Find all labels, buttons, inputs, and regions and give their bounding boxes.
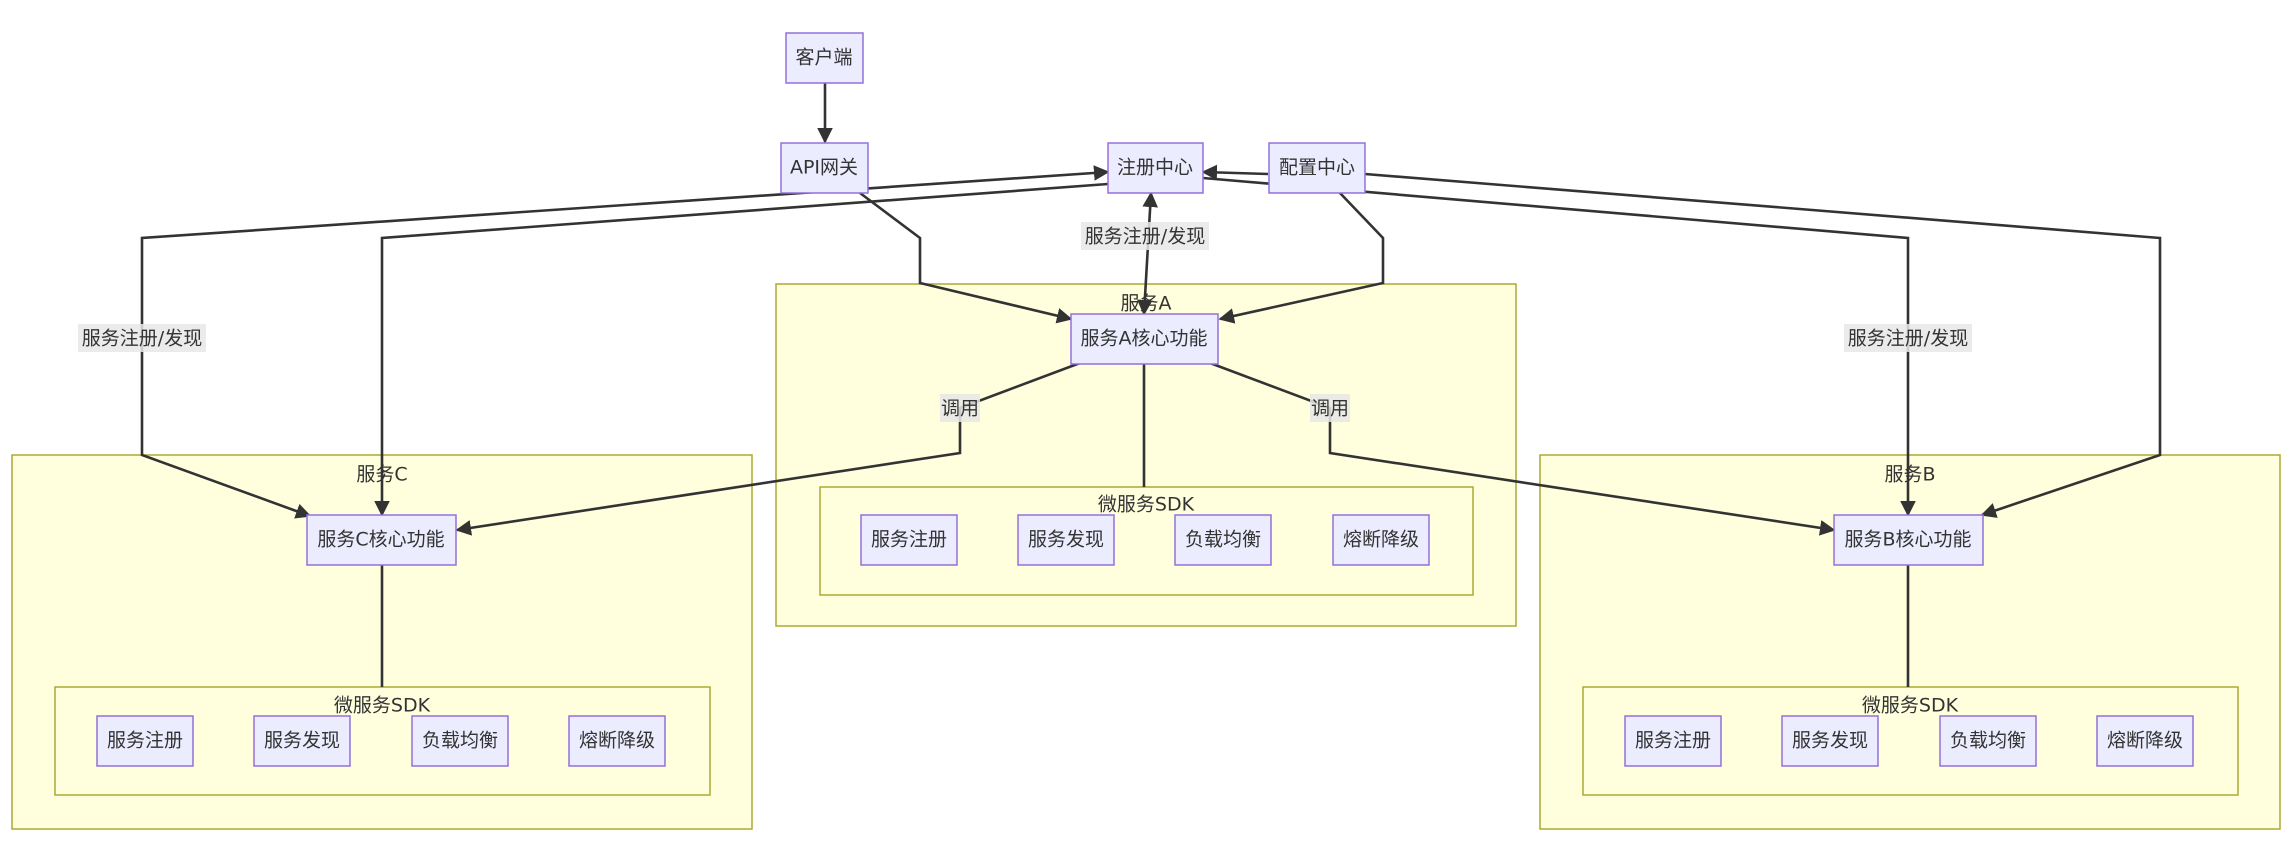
sdk-a-register: 服务注册 bbox=[860, 514, 958, 566]
edge-label-call-left: 调用 bbox=[940, 394, 980, 422]
sdk-a-load-balance: 负载均衡 bbox=[1174, 514, 1272, 566]
edge-service-a-call-b bbox=[1209, 361, 1836, 536]
svg-text:调用: 调用 bbox=[1311, 398, 1349, 420]
svg-text:服务注册/发现: 服务注册/发现 bbox=[82, 328, 202, 350]
sdk-c-load-balance: 负载均衡 bbox=[411, 715, 509, 767]
node-api-gateway: API网关 bbox=[780, 142, 869, 194]
sdk-b-discovery: 服务发现 bbox=[1781, 715, 1879, 767]
svg-text:熔断降级: 熔断降级 bbox=[2107, 730, 2183, 752]
edge-registry-service-b-inner bbox=[1202, 176, 1916, 517]
sdk-b-load-balance: 负载均衡 bbox=[1939, 715, 2037, 767]
svg-text:熔断降级: 熔断降级 bbox=[1343, 529, 1419, 551]
sdk-b-register: 服务注册 bbox=[1624, 715, 1722, 767]
svg-text:服务发现: 服务发现 bbox=[1792, 730, 1868, 752]
edge-label-registry-discovery-right: 服务注册/发现 bbox=[1844, 324, 1972, 352]
svg-text:负载均衡: 负载均衡 bbox=[1185, 529, 1261, 551]
node-service-c-core: 服务C核心功能 bbox=[306, 514, 457, 566]
node-config-center: 配置中心 bbox=[1268, 142, 1366, 194]
sdk-a-circuit-breaker: 熔断降级 bbox=[1332, 514, 1430, 566]
svg-text:调用: 调用 bbox=[941, 398, 979, 420]
svg-text:熔断降级: 熔断降级 bbox=[579, 730, 655, 752]
node-service-a-core: 服务A核心功能 bbox=[1070, 313, 1219, 365]
edge-service-a-call-c bbox=[455, 361, 1081, 536]
edges bbox=[140, 83, 2162, 687]
sdk-title-b: 微服务SDK bbox=[1862, 695, 1959, 717]
svg-text:配置中心: 配置中心 bbox=[1279, 157, 1355, 179]
svg-text:负载均衡: 负载均衡 bbox=[1950, 730, 2026, 752]
sdk-c-circuit-breaker: 熔断降级 bbox=[568, 715, 666, 767]
svg-text:服务A核心功能: 服务A核心功能 bbox=[1081, 328, 1208, 350]
sdk-b-circuit-breaker: 熔断降级 bbox=[2096, 715, 2194, 767]
sdk-title-c: 微服务SDK bbox=[334, 695, 431, 717]
svg-text:服务注册: 服务注册 bbox=[871, 529, 947, 551]
svg-text:服务发现: 服务发现 bbox=[264, 730, 340, 752]
cluster-service-b-title: 服务B bbox=[1884, 464, 1935, 486]
node-registry-center: 注册中心 bbox=[1107, 142, 1204, 194]
node-client: 客户端 bbox=[785, 32, 864, 84]
svg-text:服务注册/发现: 服务注册/发现 bbox=[1085, 226, 1205, 248]
svg-text:服务C核心功能: 服务C核心功能 bbox=[317, 529, 444, 551]
edge-registry-service-c-inner bbox=[374, 182, 1109, 517]
edge-config-service-b-outer bbox=[1364, 172, 2162, 518]
edge-config-service-a bbox=[1218, 192, 1385, 324]
svg-text:服务注册: 服务注册 bbox=[1635, 730, 1711, 752]
edge-label-registry-discovery-center: 服务注册/发现 bbox=[1081, 222, 1209, 250]
svg-text:服务注册: 服务注册 bbox=[107, 730, 183, 752]
sdk-c-discovery: 服务发现 bbox=[253, 715, 351, 767]
node-service-b-core: 服务B核心功能 bbox=[1833, 514, 1984, 566]
svg-text:服务发现: 服务发现 bbox=[1028, 529, 1104, 551]
svg-text:服务B核心功能: 服务B核心功能 bbox=[1844, 529, 1971, 551]
edge-config-registry bbox=[1201, 164, 1269, 181]
sdk-title-a: 微服务SDK bbox=[1098, 494, 1195, 516]
sdk-a-discovery: 服务发现 bbox=[1017, 514, 1115, 566]
edge-registry-service-a bbox=[1137, 191, 1158, 316]
svg-text:负载均衡: 负载均衡 bbox=[422, 730, 498, 752]
svg-text:服务注册/发现: 服务注册/发现 bbox=[1848, 328, 1968, 350]
svg-text:客户端: 客户端 bbox=[795, 47, 852, 69]
edge-label-registry-discovery-left: 服务注册/发现 bbox=[78, 324, 206, 352]
svg-text:API网关: API网关 bbox=[790, 157, 858, 179]
edge-label-call-right: 调用 bbox=[1310, 394, 1350, 422]
sdk-c-register: 服务注册 bbox=[96, 715, 194, 767]
svg-text:注册中心: 注册中心 bbox=[1117, 157, 1193, 179]
